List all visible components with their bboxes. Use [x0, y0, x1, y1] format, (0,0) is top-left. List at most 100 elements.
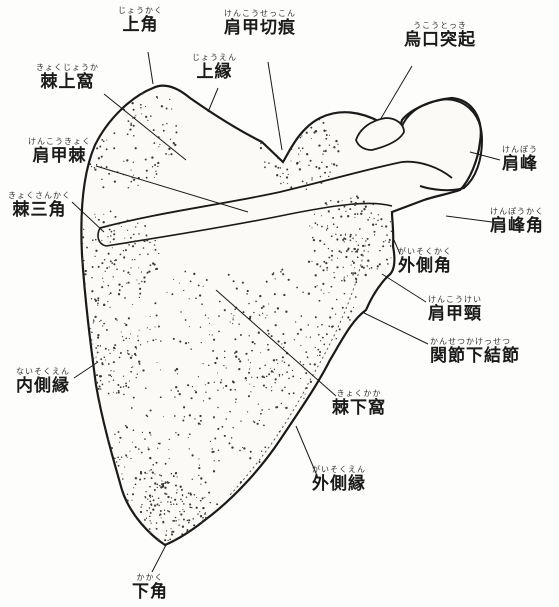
stipple-dot	[271, 386, 272, 387]
stipple-dot	[122, 478, 124, 480]
stipple-dot	[200, 515, 202, 517]
stipple-dot	[131, 355, 132, 356]
stipple-dot	[368, 245, 369, 246]
label-lateral-border: がいそくえん 外側縁	[312, 466, 366, 493]
leader-neck	[382, 274, 426, 302]
stipple-dot	[130, 237, 132, 239]
stipple-dot	[84, 273, 86, 275]
stipple-dot	[291, 148, 292, 149]
stipple-dot	[82, 262, 84, 264]
stipple-dot	[139, 288, 141, 290]
stipple-dot	[310, 381, 312, 383]
stipple-dot	[135, 346, 137, 348]
stipple-dot	[202, 508, 203, 509]
stipple-dot	[309, 225, 310, 226]
stipple-dot	[336, 238, 338, 240]
stipple-dot	[232, 319, 233, 320]
stipple-dot	[97, 334, 99, 336]
stipple-dot	[117, 457, 119, 459]
stipple-dot	[97, 304, 98, 305]
stipple-dot	[131, 407, 133, 409]
stipple-dot	[127, 494, 128, 495]
stipple-dot	[334, 277, 336, 279]
stipple-dot	[350, 239, 352, 241]
stipple-dot	[99, 321, 100, 322]
stipple-dot	[183, 503, 185, 505]
stipple-dot	[264, 364, 266, 366]
stipple-dot	[307, 356, 309, 358]
stipple-dot	[149, 470, 150, 471]
stipple-dot	[170, 504, 171, 505]
stipple-dot	[288, 378, 290, 380]
stipple-dot	[358, 245, 360, 247]
stipple-dot	[250, 451, 252, 453]
stipple-dot	[144, 472, 146, 474]
stipple-dot	[123, 339, 125, 341]
stipple-dot	[335, 140, 337, 142]
stipple-dot	[111, 447, 113, 449]
stipple-dot	[333, 223, 335, 225]
stipple-dot	[151, 156, 153, 158]
stipple-dot	[93, 321, 94, 322]
stipple-dot	[276, 359, 278, 361]
stipple-dot	[306, 189, 307, 190]
stipple-dot	[225, 385, 227, 387]
stipple-dot	[331, 250, 333, 252]
stipple-dot	[121, 226, 122, 227]
stipple-dot	[359, 228, 361, 230]
stipple-dot	[218, 331, 220, 333]
stipple-dot	[287, 183, 288, 184]
stipple-dot	[190, 281, 192, 283]
stipple-dot	[182, 509, 183, 510]
stipple-dot	[135, 483, 137, 485]
stipple-dot	[169, 539, 171, 541]
stipple-dot	[368, 251, 369, 252]
stipple-dot	[281, 389, 283, 391]
stipple-dot	[113, 233, 115, 235]
stipple-dot	[224, 435, 226, 437]
stipple-dot	[243, 311, 245, 313]
stipple-dot	[317, 285, 318, 286]
stipple-dot	[108, 253, 110, 255]
stipple-dot	[140, 104, 142, 106]
stipple-dot	[150, 520, 151, 521]
stipple-dot	[240, 421, 241, 422]
stipple-dot	[149, 516, 151, 518]
stipple-dot	[132, 304, 133, 305]
stipple-dot	[98, 388, 100, 390]
stipple-dot	[182, 420, 184, 422]
stipple-dot	[315, 130, 317, 132]
stipple-dot	[249, 335, 250, 336]
stipple-dot	[140, 511, 142, 513]
stipple-dot	[198, 458, 199, 459]
stipple-dot	[129, 129, 131, 131]
stipple-dot	[390, 257, 391, 258]
stipple-dot	[351, 265, 352, 266]
stipple-dot	[213, 339, 215, 341]
stipple-dot	[230, 389, 232, 391]
stipple-dot	[112, 247, 113, 248]
stipple-dot	[175, 125, 177, 127]
stipple-dot	[156, 528, 158, 530]
stipple-dot	[125, 324, 127, 326]
stipple-dot	[234, 309, 236, 311]
stipple-dot	[259, 461, 261, 463]
stipple-dot	[118, 465, 120, 467]
stipple-dot	[335, 234, 336, 235]
stipple-dot	[327, 225, 328, 226]
stipple-dot	[96, 357, 97, 358]
stipple-dot	[310, 336, 311, 337]
stipple-dot	[233, 318, 234, 319]
stipple-dot	[150, 316, 151, 317]
stipple-dot	[119, 437, 121, 439]
stipple-dot	[118, 293, 120, 295]
stipple-dot	[377, 268, 378, 269]
stipple-dot	[191, 507, 192, 508]
stipple-dot	[130, 267, 131, 268]
stipple-dot	[268, 333, 270, 335]
stipple-dot	[103, 140, 105, 142]
stipple-dot	[141, 504, 142, 505]
stipple-dot	[124, 323, 125, 324]
ruby: けんこうせっこん	[224, 10, 296, 18]
stipple-dot	[248, 303, 250, 305]
